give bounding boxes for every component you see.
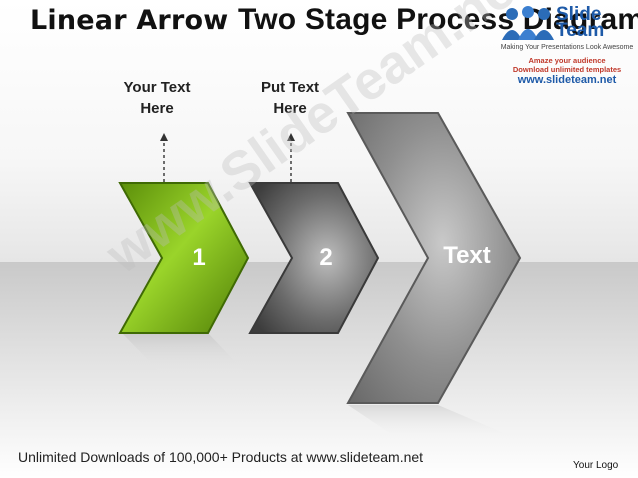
logo-tagline: Making Your Presentations Look Awesome xyxy=(500,44,634,51)
title-part-2: Two Stage Process Diagram xyxy=(237,3,638,36)
chevron-stage-1 xyxy=(118,182,250,334)
your-logo-placeholder: Your Logo xyxy=(573,460,619,471)
stage-3-text: Text xyxy=(443,242,491,269)
label-stage-2: Put Text Here xyxy=(240,77,340,119)
logo-url: www.slideteam.net xyxy=(517,74,617,86)
reflection-stage-1 xyxy=(122,333,248,375)
chevron-stage-2 xyxy=(248,182,380,334)
chevron-stage-3 xyxy=(346,112,522,404)
logo-word-slide: Slide xyxy=(556,4,602,25)
stage-1-number: 1 xyxy=(192,244,205,271)
connector-stage-1 xyxy=(160,133,168,182)
arrowhead-icon xyxy=(160,133,168,141)
slideteam-logo: Slide Team Making Your Presentations Loo… xyxy=(498,4,636,88)
label-stage-1: Your Text Here xyxy=(107,77,207,119)
people-logo-icon xyxy=(502,6,554,40)
stage-2-number: 2 xyxy=(319,244,332,271)
connector-stage-2 xyxy=(287,133,295,182)
reflection-stage-3 xyxy=(348,405,520,440)
label-stage-2-line-2: Here xyxy=(273,100,307,117)
title-part-1: Linear Arrow xyxy=(30,5,238,36)
footer-text: Unlimited Downloads of 100,000+ Products… xyxy=(18,449,424,465)
arrowhead-icon xyxy=(287,133,295,141)
logo-promo-1: Amaze your audience xyxy=(528,56,606,65)
label-stage-2-line-1: Put Text xyxy=(260,79,320,96)
label-stage-1-line-2: Here xyxy=(140,100,174,117)
logo-promo-2: Download unlimited templates xyxy=(512,65,622,74)
label-stage-1-line-1: Your Text xyxy=(123,79,191,96)
page-title: Linear Arrow Two Stage Process Diagram xyxy=(30,3,638,37)
logo-word-team: Team xyxy=(556,20,605,41)
